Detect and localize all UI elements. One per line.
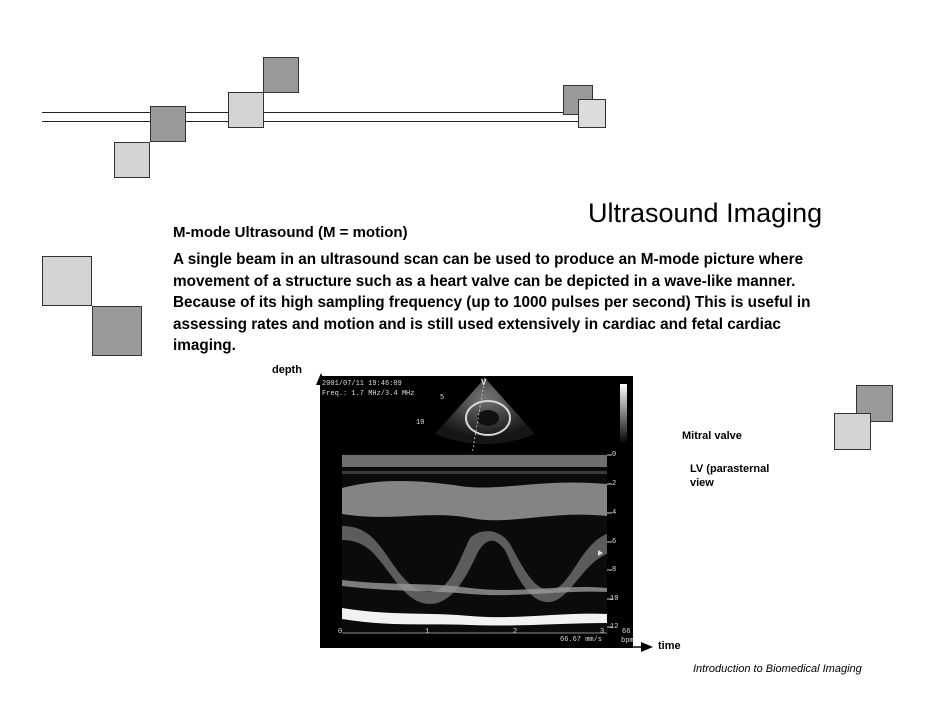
heart-rate-unit: bpm (621, 637, 633, 645)
sector-marker: V (481, 378, 487, 388)
time-tick-label: 0 (338, 628, 343, 636)
sweep-speed: 66.67 mm/s (560, 636, 603, 644)
mitral-valve-annotation: Mitral valve (682, 430, 742, 442)
depth-tick-label: 4 (612, 509, 617, 517)
slide-body: A single beam in an ultrasound scan can … (173, 251, 811, 354)
time-arrowhead (641, 642, 653, 652)
decor-square (263, 57, 299, 93)
decor-square (150, 106, 186, 142)
depth-tick-label: 12 (610, 623, 619, 631)
slide-title: Ultrasound Imaging (588, 198, 823, 228)
depth-axis-label: depth (272, 364, 302, 376)
slide-subtitle: M-mode Ultrasound (M = motion) (173, 224, 408, 241)
depth-tick-label: 0 (612, 451, 617, 459)
decor-square (92, 306, 142, 356)
heart-rate-value: 66 (622, 628, 631, 636)
decor-square (228, 92, 264, 128)
sector-depth-10: 10 (416, 419, 425, 427)
footer-course-title: Introduction to Biomedical Imaging (693, 663, 862, 675)
decor-line-bottom (42, 121, 592, 122)
depth-tick-label: 6 (612, 538, 617, 546)
lv-annotation-line1: LV (parasternal (690, 463, 770, 475)
screen-header-datetime: 2001/07/11 19:46:09 (322, 380, 402, 388)
sector-depth-5: 5 (440, 394, 445, 402)
time-tick-label: 1 (425, 628, 430, 636)
time-axis-label: time (658, 640, 681, 652)
decor-square (42, 256, 92, 306)
time-tick-label: 3 (600, 628, 605, 636)
depth-tick-label: 2 (612, 480, 617, 488)
depth-tick-label: 8 (612, 566, 617, 574)
decor-square (578, 99, 606, 128)
decor-square (114, 142, 150, 178)
decor-square (834, 413, 871, 450)
decor-line-top (42, 112, 592, 113)
ultrasound-mmode-image: 2001/07/11 19:46:09 Freq.: 1.7 MHz/3.4 M… (320, 376, 633, 648)
time-tick-label: 2 (513, 628, 518, 636)
depth-tick-label: 10 (610, 595, 619, 603)
lv-annotation-line2: view (690, 477, 714, 489)
screen-header-frequency: Freq.: 1.7 MHz/3.4 MHz (322, 390, 415, 398)
